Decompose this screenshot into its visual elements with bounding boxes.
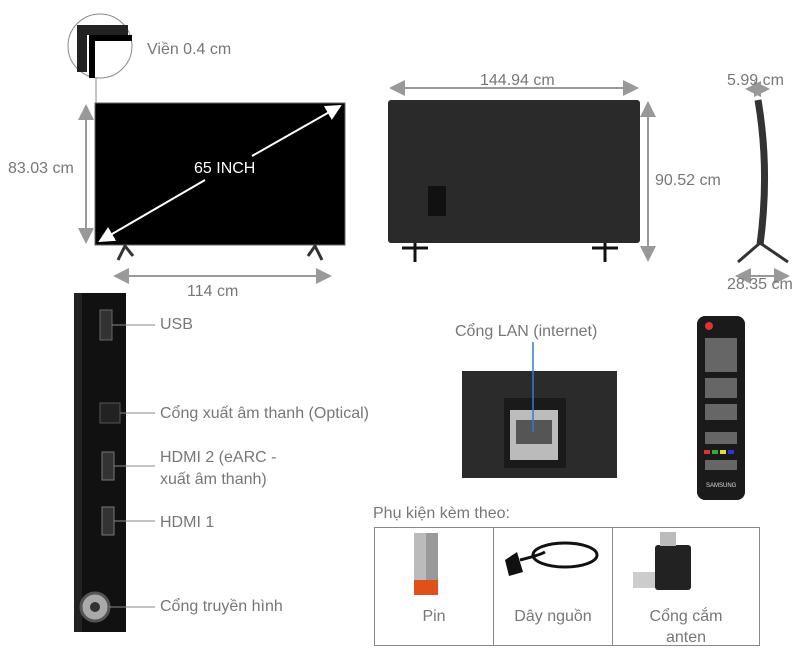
bezel-zoom-circle <box>67 13 133 103</box>
port-antenna-label: Cổng truyền hình <box>160 598 283 615</box>
tv-side <box>735 81 790 284</box>
accessory-power-cord: Dây nguồn <box>493 527 613 646</box>
tv-back <box>388 80 656 262</box>
port-usb-label: USB <box>160 316 193 333</box>
lan-port-image <box>462 342 617 478</box>
front-height-label: 83.03 cm <box>8 160 74 177</box>
battery-image <box>414 533 438 595</box>
back-width-label: 144.94 cm <box>480 72 555 89</box>
port-optical-label: Cổng xuất âm thanh (Optical) <box>160 405 369 422</box>
accessory-label-line2: anten <box>665 629 707 646</box>
side-depth-label: 5.99 cm <box>727 72 784 89</box>
accessory-label-wrap: Cổng cắm anten <box>613 606 759 648</box>
accessories-title: Phụ kiện kèm theo: <box>373 505 510 522</box>
port-hdmi1-label: HDMI 1 <box>160 514 215 531</box>
bezel-label: Viền 0.4 cm <box>147 41 232 58</box>
screen-size-label: 65 INCH <box>194 160 256 177</box>
back-height-label: 90.52 cm <box>655 172 721 189</box>
accessory-label: Cổng cắm <box>649 608 723 625</box>
remote-image <box>697 316 745 500</box>
port-hdmi2-label-line2: xuất âm thanh) <box>160 471 267 488</box>
accessory-label: Pin <box>422 608 446 625</box>
accessory-battery: Pin <box>374 527 494 646</box>
port-panel <box>74 293 155 632</box>
remote-brand: SAMSUNG <box>706 483 737 489</box>
power-cord-image <box>505 541 599 576</box>
antenna-adapter-image <box>633 532 691 590</box>
front-width-label: 114 cm <box>187 283 239 300</box>
stand-depth-label: 28.35 cm <box>727 276 793 293</box>
accessory-label: Dây nguồn <box>514 608 592 625</box>
port-hdmi2-label: HDMI 2 (eARC - <box>160 449 277 466</box>
accessory-antenna-adapter: Cổng cắm anten <box>612 527 760 646</box>
tv-front <box>78 102 346 284</box>
lan-label: Cổng LAN (internet) <box>455 323 598 340</box>
